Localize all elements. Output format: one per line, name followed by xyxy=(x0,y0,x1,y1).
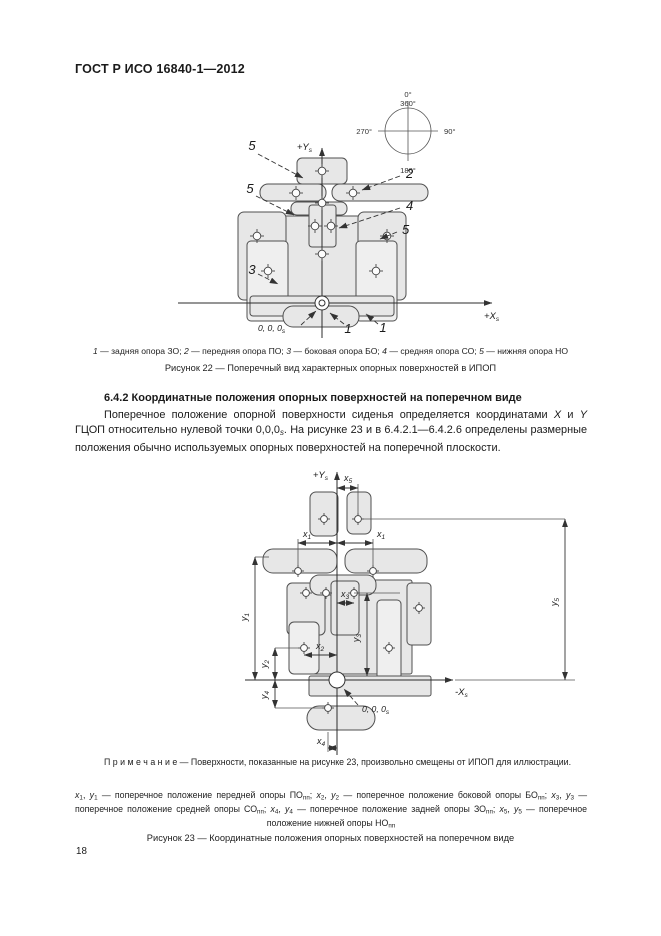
figure-23-legend: x1, y1 — поперечное положение передней о… xyxy=(75,790,588,830)
dim-x2: x2 xyxy=(315,641,325,653)
support-surfaces xyxy=(262,491,432,731)
origin-marker: 0, 0, 0s xyxy=(328,671,390,716)
support-surfaces xyxy=(237,157,429,328)
document-header: ГОСТ Р ИСО 16840-1—2012 xyxy=(75,62,245,76)
right-front-support xyxy=(344,548,428,574)
y-axis-label: +Ys xyxy=(313,470,329,482)
compass-270: 270° xyxy=(356,127,372,136)
axes: +Ys -Xs xyxy=(245,470,575,755)
compass-rose-icon: 0° 360° 90° 180° 270° xyxy=(356,90,455,175)
figure-22-diagram: 0° 360° 90° 180° 270° +Ys +Xs xyxy=(178,90,500,338)
origin-marker xyxy=(314,295,330,311)
compass-0: 0° xyxy=(404,90,411,99)
x-axis-label: +Xs xyxy=(484,311,500,323)
x-axis-label: -Xs xyxy=(455,687,469,699)
figure-23-diagram: +Ys -Xs x5 x1 x1 y5 xyxy=(239,470,575,755)
origin-label: 0, 0, 0s xyxy=(362,704,390,716)
rear-support-pill xyxy=(306,705,376,731)
dim-y4: y4 xyxy=(259,691,271,701)
compass-360: 360° xyxy=(400,99,416,108)
figure-23-caption: Рисунок 23 — Координатные положения опор… xyxy=(146,833,515,843)
y-axis-label: +Ys xyxy=(297,142,313,154)
page-number: 18 xyxy=(76,846,87,857)
dim-x3: x3 xyxy=(340,589,350,601)
dim-x1-right: x1 xyxy=(376,529,386,541)
callout-1-left: 1 xyxy=(344,321,351,336)
section-heading: 6.4.2 Координатные положения опорных пов… xyxy=(104,392,522,404)
callout-5-top: 5 xyxy=(248,138,256,153)
right-lower-support xyxy=(346,491,372,535)
callout-2: 2 xyxy=(405,166,414,181)
right-shoulder-pill xyxy=(331,183,429,202)
callout-5-mid: 5 xyxy=(246,181,254,196)
figure-23-note: П р и м е ч а н и е — Поверхности, показ… xyxy=(104,757,572,767)
callouts: 5 5 2 4 5 3 1 1 0, 0, 0s xyxy=(246,138,414,336)
dim-x4: x4 xyxy=(316,736,326,748)
section-paragraph: Поперечное положение опорной поверхности… xyxy=(75,409,588,454)
callout-4: 4 xyxy=(406,198,413,213)
origin-label: 0, 0, 0s xyxy=(258,323,286,335)
callout-5-right: 5 xyxy=(402,222,410,237)
compass-180: 180° xyxy=(400,166,416,175)
dim-y3: y3 xyxy=(351,634,363,644)
dim-x5: x5 xyxy=(343,473,353,485)
compass-90: 90° xyxy=(444,127,455,136)
callout-3: 3 xyxy=(248,262,256,277)
dim-y1: y1 xyxy=(239,613,251,623)
dimensions: x5 x1 x1 y5 y1 x3 y3 x2 y2 xyxy=(239,473,568,752)
dim-y5: y5 xyxy=(549,598,561,608)
figure-22-caption: Рисунок 22 — Поперечный вид характерных … xyxy=(164,363,497,373)
dim-x1-left: x1 xyxy=(302,529,312,541)
callout-1-right: 1 xyxy=(379,320,386,335)
figure-22-legend: 1 — задняя опора ЗО; 2 — передняя опора … xyxy=(92,346,569,356)
bottom-bar xyxy=(308,675,432,697)
dim-y2: y2 xyxy=(259,660,271,670)
